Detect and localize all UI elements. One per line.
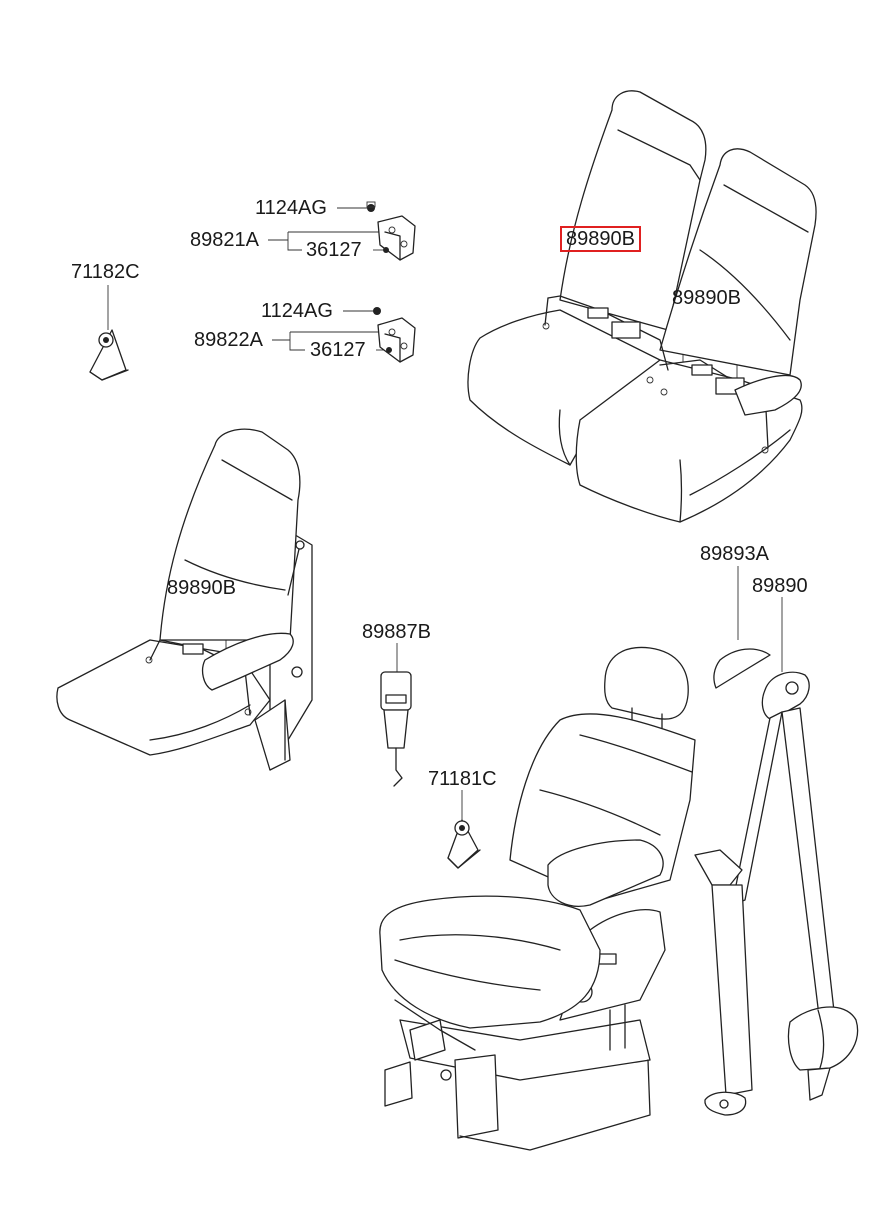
label-89822a[interactable]: 89822A: [194, 329, 263, 351]
rear-double-seat: [467, 90, 817, 523]
label-89893a[interactable]: 89893A: [700, 543, 769, 565]
label-36127-upper[interactable]: 36127: [306, 239, 362, 261]
front-seat: [379, 646, 696, 1151]
anchor-bracket-upper: [366, 201, 416, 261]
seatbelt-89890: [694, 671, 859, 1116]
anchor-71181c: [447, 819, 481, 869]
label-89890b-jump-seat[interactable]: 89890B: [167, 577, 236, 599]
label-89887b[interactable]: 89887B: [362, 621, 431, 643]
label-36127-lower[interactable]: 36127: [310, 339, 366, 361]
anchor-bracket-lower: [373, 307, 416, 363]
label-1124ag-lower[interactable]: 1124AG: [261, 300, 333, 322]
label-89890b-rear-right[interactable]: 89890B: [672, 287, 741, 309]
label-89821a[interactable]: 89821A: [190, 229, 259, 251]
cover-89893a: [713, 648, 771, 689]
label-71182c[interactable]: 71182C: [71, 261, 140, 283]
label-1124ag-upper[interactable]: 1124AG: [255, 197, 327, 219]
buckle-89887b: [380, 671, 412, 787]
label-71181c[interactable]: 71181C: [428, 768, 497, 790]
anchor-71182c: [89, 329, 129, 381]
jump-seat: [56, 428, 313, 771]
label-89890[interactable]: 89890: [752, 575, 808, 597]
label-89890b-highlighted[interactable]: 89890B: [560, 226, 641, 252]
